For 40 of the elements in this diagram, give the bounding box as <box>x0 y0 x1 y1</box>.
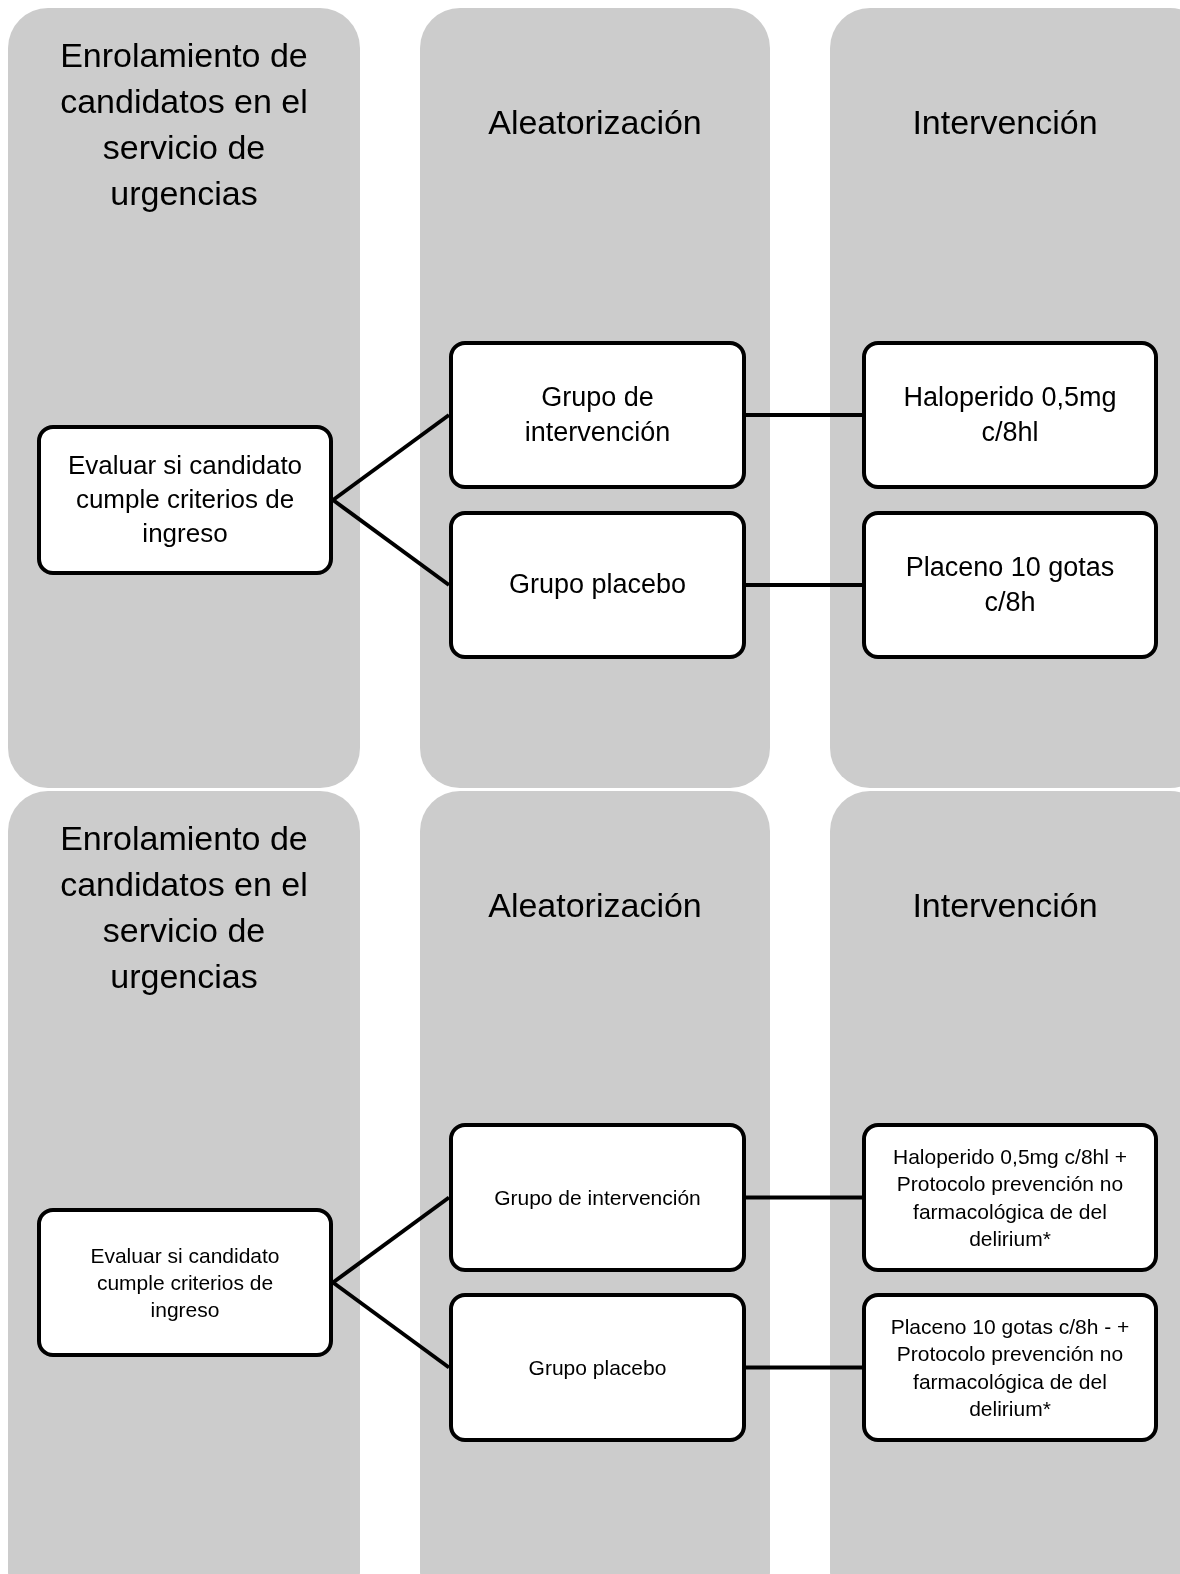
column-heading: Aleatorización <box>487 102 703 144</box>
process-box <box>862 1293 1158 1442</box>
swimlane-column <box>830 791 1180 1574</box>
box-label: Placeno 10 gotas c/8h <box>904 550 1116 619</box>
process-box <box>862 341 1158 489</box>
swimlane-column <box>8 8 360 788</box>
box-label: Evaluar si candidato cumple criterios de ingreso <box>66 449 304 550</box>
box-label: Grupo de intervención <box>523 380 672 449</box>
box-label: Grupo de intervención <box>494 1184 701 1211</box>
connector-line <box>331 413 451 502</box>
process-box <box>862 511 1158 659</box>
box-label: Placeno 10 gotas c/8h - + Protocolo prevención no farmacológica de del delirium* <box>889 1313 1131 1422</box>
process-box <box>449 1293 746 1442</box>
process-box <box>37 425 333 575</box>
connector-line <box>746 1365 862 1370</box>
column-heading: Intervención <box>911 102 1099 144</box>
connector-line <box>331 1195 451 1285</box>
box-label: Haloperido 0,5mg c/8hl <box>902 380 1118 449</box>
process-box <box>449 1123 746 1272</box>
swimlane-column <box>830 8 1180 788</box>
connector-line <box>331 498 451 587</box>
process-box <box>449 341 746 489</box>
box-label: Evaluar si candidato cumple criterios de ingreso <box>89 1242 281 1324</box>
column-heading: Enrolamiento de candidatos en el servicio de urgencias <box>59 818 309 997</box>
column-heading: Aleatorización <box>487 885 703 927</box>
swimlane-column <box>420 791 770 1574</box>
connector-line <box>331 1280 451 1370</box>
swimlane-column <box>420 8 770 788</box>
process-box <box>449 511 746 659</box>
box-label: Haloperido 0,5mg c/8hl + Protocolo prevención no farmacológica de del delirium* <box>891 1143 1129 1252</box>
swimlane-column <box>8 791 360 1574</box>
column-heading: Enrolamiento de candidatos en el servicio de urgencias <box>59 35 309 214</box>
box-label: Grupo placebo <box>508 568 687 602</box>
box-label: Grupo placebo <box>528 1354 667 1381</box>
process-box <box>37 1208 333 1357</box>
process-box <box>862 1123 1158 1272</box>
connector-line <box>746 1195 862 1200</box>
connector-line <box>746 583 862 587</box>
connector-line <box>746 413 862 417</box>
column-heading: Intervención <box>911 885 1099 927</box>
